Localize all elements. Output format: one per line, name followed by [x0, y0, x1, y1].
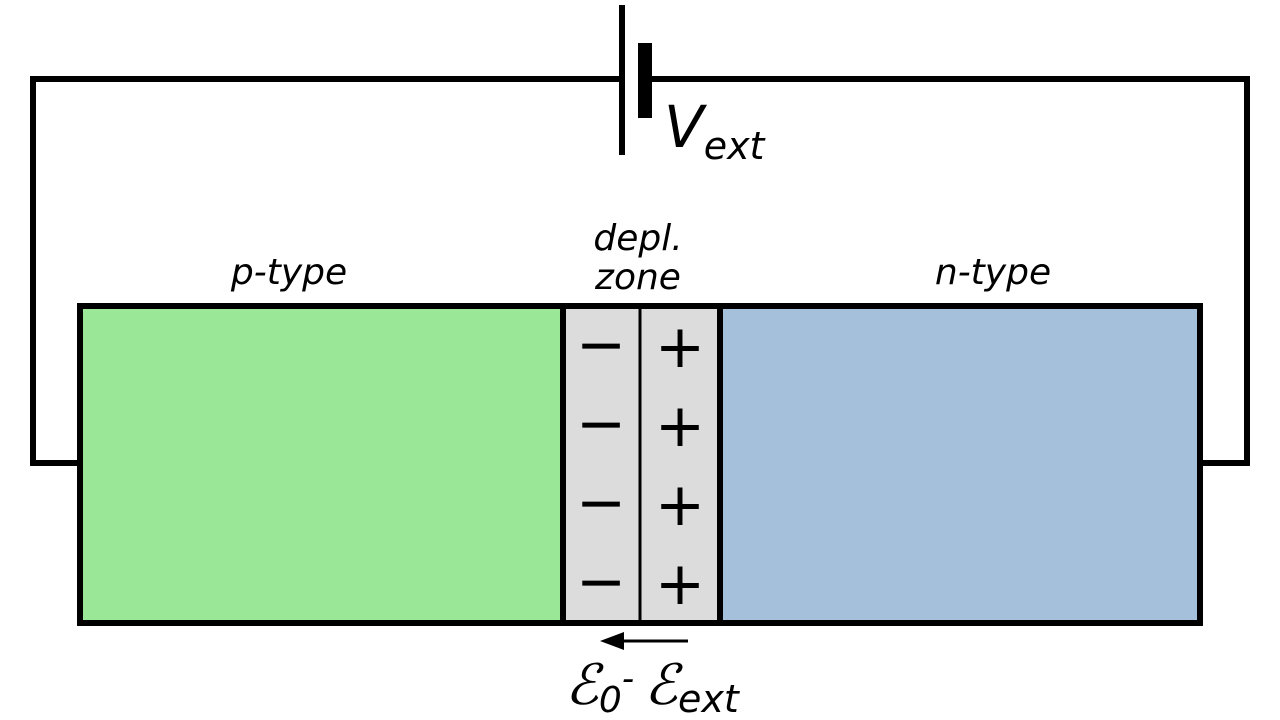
positive-charge: +: [655, 312, 705, 382]
field-symbol-ext: ℰ: [644, 653, 683, 718]
negative-charge: −: [576, 468, 626, 538]
field-symbol-0: ℰ: [565, 653, 604, 718]
circuit-wire: [30, 76, 1250, 466]
positive-charges: + + + +: [655, 312, 705, 619]
depletion-zone-label-line2: zone: [594, 257, 681, 298]
depletion-zone-label-line1: depl.: [593, 218, 682, 259]
field-subscript-0: 0: [599, 680, 622, 720]
n-type-label: n-type: [935, 252, 1051, 293]
negative-charges: − − − −: [576, 310, 626, 617]
negative-charge: −: [576, 389, 626, 459]
negative-charge: −: [576, 547, 626, 617]
negative-charge: −: [576, 310, 626, 380]
battery-symbol: V: [664, 93, 708, 161]
positive-charge: +: [655, 549, 705, 619]
field-label: ℰ0-ℰext: [565, 653, 741, 720]
field-subscript-ext: ext: [678, 677, 741, 720]
p-type-region: [77, 303, 566, 626]
positive-charge: +: [655, 391, 705, 461]
battery-subscript: ext: [704, 124, 767, 168]
field-arrow-icon: [600, 632, 688, 650]
field-operator: -: [622, 659, 634, 699]
n-type-region: [717, 303, 1203, 626]
positive-charge: +: [655, 470, 705, 540]
battery-icon: [619, 5, 652, 155]
p-type-label: p-type: [230, 252, 347, 293]
battery-label: Vext: [664, 93, 767, 168]
